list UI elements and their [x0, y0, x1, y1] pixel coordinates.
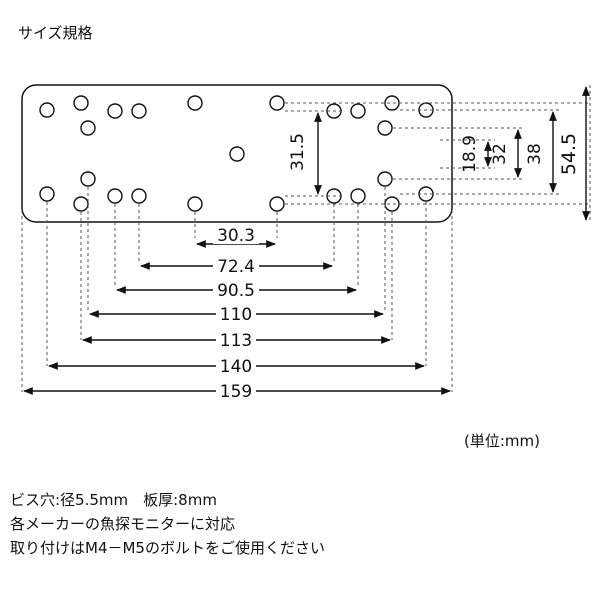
spec-notes: ビス穴:径5.5mm 板厚:8mm 各メーカーの魚探モニターに対応 取り付けはM… — [10, 488, 325, 560]
hole — [107, 103, 123, 119]
hole — [80, 171, 96, 187]
hole — [377, 120, 393, 136]
dim-label-159: 159 — [220, 382, 252, 402]
dim-label-31-5: 31.5 — [288, 133, 308, 171]
hole — [269, 196, 285, 212]
hole — [187, 196, 203, 212]
hole — [350, 103, 366, 119]
dim-label-113: 113 — [220, 331, 252, 351]
dim-label-18-9: 18.9 — [460, 135, 480, 173]
holes — [39, 95, 434, 212]
dim-label-90-5: 90.5 — [217, 281, 255, 301]
note-bolts: 取り付けはM4－M5のボルトをご使用ください — [10, 539, 325, 557]
extension-lines — [21, 85, 591, 392]
hole — [39, 102, 55, 118]
hole — [269, 95, 285, 111]
hole — [131, 103, 147, 119]
unit-label: (単位:mm) — [464, 432, 540, 450]
dim-label-30-3: 30.3 — [217, 226, 255, 246]
hole — [107, 188, 123, 204]
vertical-dimension-labels: 31.5 18.9 32 38 54.5 — [288, 133, 580, 175]
dim-label-32: 32 — [490, 143, 510, 165]
hole — [187, 95, 203, 111]
dim-label-72-4: 72.4 — [217, 257, 255, 277]
hole — [131, 188, 147, 204]
vertical-dimension-arrows — [314, 86, 590, 221]
note-compatibility: 各メーカーの魚探モニターに対応 — [10, 515, 236, 533]
page-title: サイズ規格 — [18, 24, 93, 42]
hole — [73, 95, 89, 111]
hole — [80, 120, 96, 136]
note-hole-thickness: ビス穴:径5.5mm 板厚:8mm — [10, 491, 217, 509]
plate-outline — [21, 84, 453, 223]
dim-label-110: 110 — [220, 305, 252, 325]
hole — [377, 171, 393, 187]
hole — [350, 188, 366, 204]
horizontal-dimension-labels: 30.3 72.4 90.5 110 113 140 159 — [213, 226, 259, 402]
hole — [229, 146, 245, 162]
hole — [73, 196, 89, 212]
dim-label-140: 140 — [220, 357, 252, 377]
hole — [39, 186, 55, 202]
dim-label-38: 38 — [525, 143, 545, 165]
dim-label-54-5: 54.5 — [558, 133, 580, 175]
